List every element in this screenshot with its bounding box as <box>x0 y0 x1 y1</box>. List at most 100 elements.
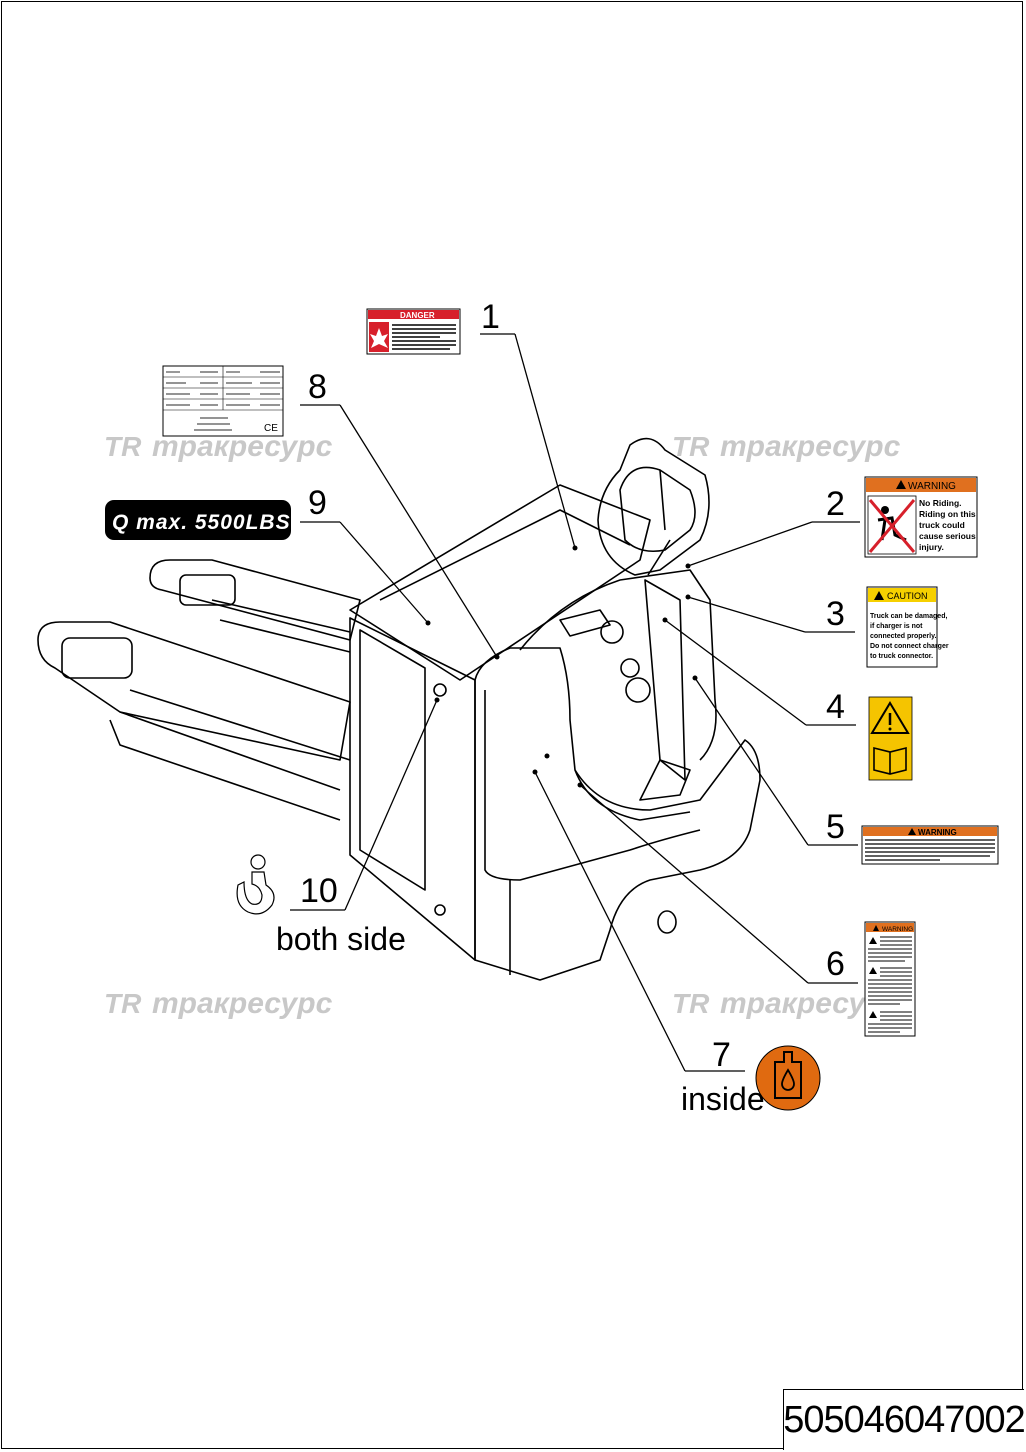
leader-dot-1 <box>572 545 578 551</box>
warning-riding-line-3: truck could <box>919 520 965 530</box>
front-fork-tip <box>37 621 351 761</box>
leader-dot-2 <box>685 563 691 569</box>
warning-triangle-icon <box>873 925 879 931</box>
warning-riding-line-4: cause serious <box>919 531 976 541</box>
housing-inner-edge <box>484 690 701 881</box>
cover-edge <box>379 509 631 601</box>
rear-fork-rail <box>211 599 351 653</box>
watermark-top-right: TR тракресурс <box>672 430 901 463</box>
ce-mark: CE <box>264 423 278 434</box>
leader-dot-5 <box>692 675 698 681</box>
warning-triangle-icon <box>896 480 906 489</box>
danger-label-header <box>368 310 459 319</box>
handle-slot <box>559 609 611 637</box>
leader-7 <box>534 771 686 1072</box>
capacity-plate-background <box>105 500 291 540</box>
lifting-hook-icon <box>236 871 275 915</box>
lifting-hook-label <box>236 854 275 915</box>
capacity-plate-label: Q max. 5500LBS <box>105 500 291 540</box>
callout-9: 9 <box>308 484 327 522</box>
callout-7: 7 <box>712 1036 731 1074</box>
danger-label: DANGER <box>366 308 461 355</box>
leader-lines <box>290 333 860 1072</box>
exclamation-dot-icon <box>888 727 892 731</box>
leader-4 <box>664 619 807 726</box>
danger-label-text-lines <box>392 324 456 350</box>
warning-electrical-label: WARNING <box>861 825 999 865</box>
lift-point-bolt <box>433 683 447 697</box>
leader-dot-10 <box>434 697 440 703</box>
leader-6 <box>579 784 809 984</box>
oil-label-background <box>755 1045 821 1111</box>
side-housing <box>474 647 761 981</box>
caution-charger-line-5: to truck connector. <box>870 653 933 660</box>
watermark-logo: TR <box>104 988 142 1019</box>
watermark-logo: TR <box>672 431 710 462</box>
leader-5 <box>694 677 809 846</box>
read-manual-label <box>868 696 913 781</box>
leader-dot-9 <box>425 620 431 626</box>
caution-charger-line-4: Do not connect charger <box>870 643 949 650</box>
warning-electrical-text-lines <box>865 839 995 861</box>
book-icon <box>873 746 907 775</box>
warning-riding-label: WARNING No Riding. Riding on this truck … <box>864 476 978 558</box>
caution-charger-line-1: Truck can be damaged, <box>870 613 947 620</box>
control-panel-outline <box>519 569 717 761</box>
part-number: 505046047002 <box>783 1398 1026 1441</box>
warning-electrical-header-text: WARNING <box>918 828 957 837</box>
nameplate-label: CE <box>162 365 284 437</box>
oil-tank-icon <box>774 1051 802 1099</box>
watermark-bottom-left: TR тракресурс <box>104 987 333 1020</box>
tiller-base <box>639 759 691 801</box>
caution-charger-header <box>868 588 936 602</box>
leader-dot-8 <box>494 654 500 660</box>
leader-dot-7 <box>532 769 538 775</box>
display-gauge <box>625 677 651 703</box>
warning-riding-line-2: Riding on this <box>919 509 976 519</box>
hazard-icon-1 <box>869 937 877 944</box>
watermark-logo: TR <box>104 431 142 462</box>
leader-9 <box>339 521 429 624</box>
explosion-icon <box>370 328 388 348</box>
warning-riding-header-text: WARNING <box>908 481 956 492</box>
hook-eye <box>250 854 266 870</box>
callout-3: 3 <box>826 595 845 633</box>
nameplate-field-text <box>166 371 280 431</box>
note-inside: inside <box>681 1081 765 1117</box>
warning-riding-header <box>866 478 976 492</box>
part-number-box: 505046047002 <box>783 1389 1026 1450</box>
leader-dot-6 <box>577 782 583 788</box>
front-fork-rail <box>109 689 351 821</box>
tiller-grip <box>619 466 696 553</box>
emergency-stop <box>600 620 624 644</box>
leader-dot-4 <box>662 617 668 623</box>
watermark-logo: TR <box>672 988 710 1019</box>
danger-label-header-text: DANGER <box>400 311 435 320</box>
note-both-side: both side <box>276 921 406 957</box>
callout-8: 8 <box>308 368 327 406</box>
watermark-text: тракресурс <box>152 987 333 1020</box>
pallet-truck-drawing <box>37 437 761 981</box>
battery-door <box>359 629 426 891</box>
leader-1 <box>514 333 576 549</box>
leader-8 <box>339 404 498 658</box>
body-top-cover <box>349 484 651 681</box>
warning-triangle-icon <box>908 828 916 835</box>
warning-tall-header <box>866 923 914 932</box>
caution-charger-label: CAUTION Truck can be damaged, if charger… <box>866 586 949 668</box>
leader-3 <box>687 596 806 633</box>
warning-riding-line-5: injury. <box>919 542 944 552</box>
hazard-icon-2 <box>869 967 877 974</box>
warning-tall-header-text: WARNING <box>882 926 913 933</box>
rear-fork-roller <box>179 574 236 606</box>
nameplate-grid <box>163 366 283 411</box>
warning-electrical-header <box>863 827 997 836</box>
warning-riding-line-1: No Riding. <box>919 498 962 508</box>
hazard-icon-3 <box>869 1011 877 1018</box>
oil-label <box>755 1045 821 1111</box>
callout-1: 1 <box>481 298 500 336</box>
leader-dot-3 <box>685 594 691 600</box>
warning-tall-text-lines <box>868 936 912 1033</box>
